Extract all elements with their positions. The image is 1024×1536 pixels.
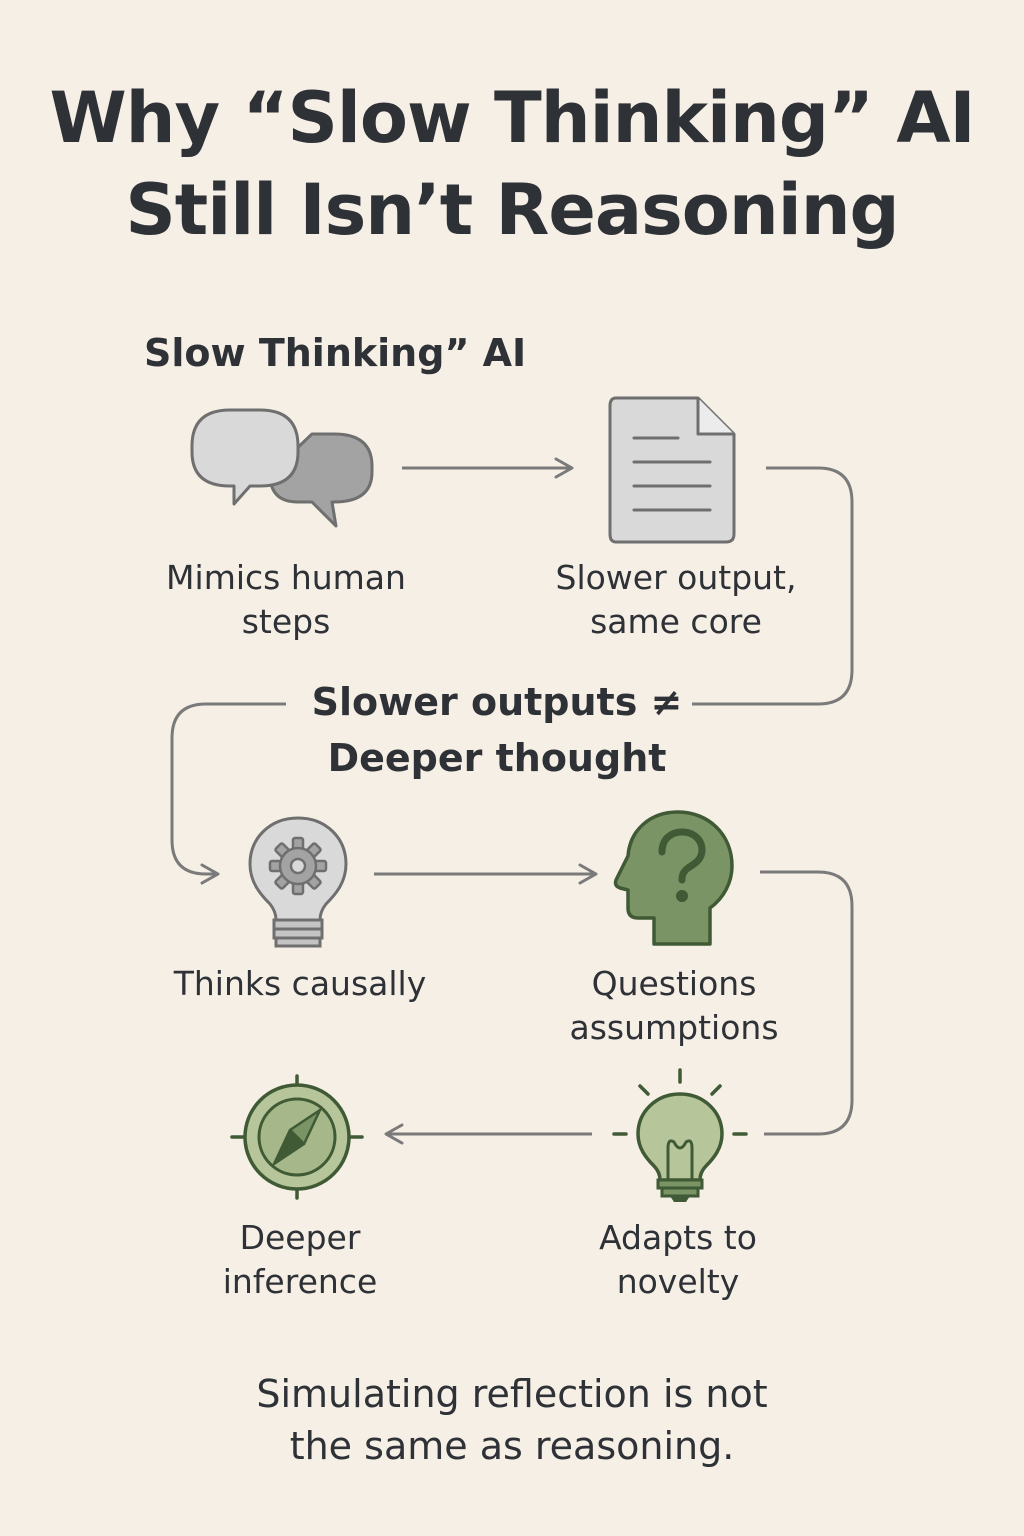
middle-statement: Slower outputs ≠ Deeper thought <box>292 674 702 786</box>
section-label: Slow Thinking” AI <box>144 331 527 375</box>
step-3-caption-line-1: Thinks causally <box>173 964 427 1003</box>
document-icon <box>608 396 736 544</box>
page-title: Why “Slow Thinking” AI Still Isn’t Reaso… <box>40 72 984 256</box>
step-1-caption: Mimics human steps <box>126 556 446 644</box>
middle-statement-line-2: Deeper thought <box>327 736 667 780</box>
step-5-caption-line-1: Adapts to <box>599 1218 757 1257</box>
step-5-caption: Adapts to novelty <box>518 1216 838 1304</box>
step-1-caption-line-1: Mimics human <box>166 558 406 597</box>
connector-middle-to-step3 <box>170 702 286 885</box>
gear-lightbulb-icon <box>248 816 348 948</box>
step-2-caption-line-2: same core <box>590 602 762 641</box>
middle-statement-line-1: Slower outputs ≠ <box>311 680 683 724</box>
step-6-caption-line-1: Deeper <box>239 1218 361 1257</box>
step-4-caption-line-1: Questions <box>591 964 757 1003</box>
title-line-2: Still Isn’t Reasoning <box>125 169 899 251</box>
step-4-caption: Questions assumptions <box>514 962 834 1050</box>
compass-icon <box>230 1074 364 1200</box>
step-5-caption-line-2: novelty <box>616 1262 740 1301</box>
glowing-lightbulb-icon <box>612 1068 748 1202</box>
footer-line-1: Simulating reflection is not <box>256 1372 768 1416</box>
footer-statement: Simulating reflection is not the same as… <box>140 1368 884 1472</box>
head-question-icon <box>613 810 734 946</box>
step-1-caption-line-2: steps <box>241 602 331 641</box>
step-6-caption: Deeper inference <box>140 1216 460 1304</box>
footer-line-2: the same as reasoning. <box>289 1424 735 1468</box>
connector-step2-to-middle <box>692 466 854 706</box>
step-3-caption: Thinks causally <box>140 962 460 1006</box>
step-6-caption-line-2: inference <box>222 1262 378 1301</box>
step-2-caption-line-1: Slower output, <box>555 558 797 597</box>
step-4-caption-line-2: assumptions <box>569 1008 779 1047</box>
step-2-caption: Slower output, same core <box>516 556 836 644</box>
speech-bubbles-icon <box>190 408 374 528</box>
title-line-1: Why “Slow Thinking” AI <box>49 77 975 159</box>
connector-step4-to-step5 <box>760 870 854 1136</box>
